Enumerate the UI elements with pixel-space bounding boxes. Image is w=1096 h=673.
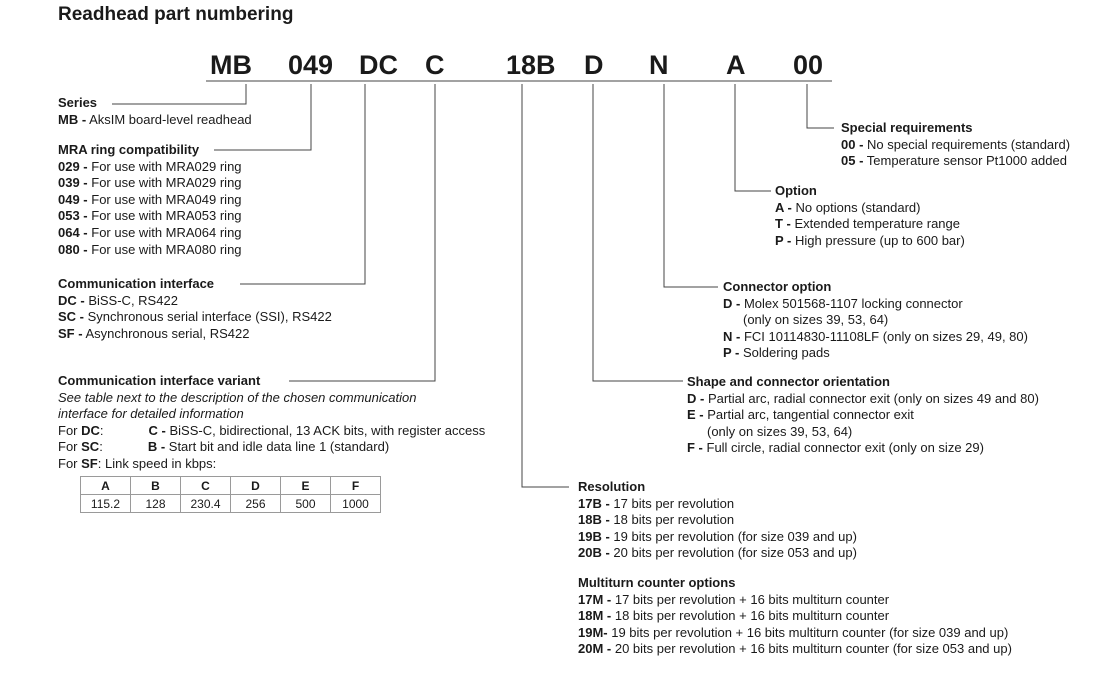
list-item: 080 - For use with MRA080 ring xyxy=(58,241,242,257)
list-item: DC - BiSS-C, RS422 xyxy=(58,292,178,308)
table-cell: 128 xyxy=(130,494,181,513)
list-item: D - Molex 501568-1107 locking connector xyxy=(723,295,963,311)
leader-shape xyxy=(592,84,683,382)
table-cell: 115.2 xyxy=(80,494,131,513)
leader-series xyxy=(112,84,247,105)
section-interface: Communication interface DC - BiSS-C, RS4… xyxy=(58,276,332,342)
table-header-cell: C xyxy=(180,476,231,495)
section-variant: Communication interface variant See tabl… xyxy=(58,373,485,473)
code-special: 00 xyxy=(793,50,824,80)
table-header-cell: E xyxy=(280,476,331,495)
variant-note: See table next to the description of the… xyxy=(58,389,417,405)
leader-variant xyxy=(289,84,436,382)
code-ring: 049 xyxy=(288,50,334,80)
variant-sc: For SC:B - Start bit and idle data line … xyxy=(58,439,390,455)
list-item: MB - AksIM board-level readhead xyxy=(58,111,252,127)
section-ring: MRA ring compatibility 029 - For use wit… xyxy=(58,142,242,258)
section-heading: MRA ring compatibility xyxy=(58,142,200,157)
list-item: 19B - 19 bits per revolution (for size 0… xyxy=(578,528,857,544)
page-title: Readhead part numbering xyxy=(58,4,294,25)
section-heading: Communication interface xyxy=(58,276,215,291)
list-item: (only on sizes 39, 53, 64) xyxy=(707,423,853,439)
table-header-row: A B C D E F xyxy=(80,476,381,495)
list-item: 039 - For use with MRA029 ring xyxy=(58,175,242,191)
code-shape: D xyxy=(584,50,604,80)
section-option: Option A - No options (standard) T - Ext… xyxy=(775,183,965,249)
list-item: 049 - For use with MRA049 ring xyxy=(58,191,242,207)
list-item: 029 - For use with MRA029 ring xyxy=(58,158,242,174)
table-cell: 500 xyxy=(280,494,331,513)
variant-sf: For SF: Link speed in kbps: xyxy=(58,455,217,471)
code-option: A xyxy=(726,50,746,80)
list-item: A - No options (standard) xyxy=(775,199,921,215)
list-item: 00 - No special requirements (standard) xyxy=(841,136,1071,152)
code-variant: C xyxy=(425,50,445,80)
table-header-cell: D xyxy=(230,476,281,495)
section-heading: Connector option xyxy=(723,279,832,294)
code-resolution: 18B xyxy=(506,50,556,80)
list-item: 20B - 20 bits per revolution (for size 0… xyxy=(578,545,857,561)
section-heading: Series xyxy=(58,95,98,110)
list-item: 05 - Temperature sensor Pt1000 added xyxy=(841,153,1067,169)
list-item: N - FCI 10114830-11108LF (only on sizes … xyxy=(723,328,1028,344)
list-item: 18B - 18 bits per revolution xyxy=(578,512,735,528)
list-item: 064 - For use with MRA064 ring xyxy=(58,224,242,240)
leader-special xyxy=(806,84,834,129)
list-item: T - Extended temperature range xyxy=(775,216,960,232)
section-multiturn: Multiturn counter options 17M - 17 bits … xyxy=(578,575,1012,658)
section-heading: Option xyxy=(775,183,817,198)
section-series: Series MB - AksIM board-level readhead xyxy=(58,95,252,128)
leader-interface xyxy=(240,84,366,285)
list-item: 19M- 19 bits per revolution + 16 bits mu… xyxy=(578,624,1009,640)
list-item: SF - Asynchronous serial, RS422 xyxy=(58,325,250,341)
table-cell: 256 xyxy=(230,494,281,513)
section-special: Special requirements 00 - No special req… xyxy=(841,120,1070,170)
table-cell: 230.4 xyxy=(180,494,231,513)
section-heading: Multiturn counter options xyxy=(578,575,736,590)
list-item: 20M - 20 bits per revolution + 16 bits m… xyxy=(578,641,1012,657)
list-item: F - Full circle, radial connector exit (… xyxy=(687,440,984,456)
list-item: 18M - 18 bits per revolution + 16 bits m… xyxy=(578,608,890,624)
variant-note: interface for detailed information xyxy=(58,406,244,422)
table-header-cell: F xyxy=(330,476,381,495)
leader-resolution xyxy=(521,84,569,488)
leader-connector xyxy=(663,84,718,288)
table-cell: 1000 xyxy=(330,494,381,513)
list-item: D - Partial arc, radial connector exit (… xyxy=(687,390,1039,406)
list-item: 17M - 17 bits per revolution + 16 bits m… xyxy=(578,591,890,607)
code-connector: N xyxy=(649,50,669,80)
list-item: 17B - 17 bits per revolution xyxy=(578,495,735,511)
list-item: E - Partial arc, tangential connector ex… xyxy=(687,407,914,423)
table-header-cell: A xyxy=(80,476,131,495)
code-series: MB xyxy=(210,50,252,80)
section-heading: Resolution xyxy=(578,479,646,494)
section-shape: Shape and connector orientation D - Part… xyxy=(687,374,1039,457)
section-resolution: Resolution 17B - 17 bits per revolution … xyxy=(578,479,857,562)
table-row: 115.2 128 230.4 256 500 1000 xyxy=(80,494,381,513)
section-heading: Shape and connector orientation xyxy=(687,374,890,389)
section-heading: Special requirements xyxy=(841,120,973,135)
leader-option xyxy=(734,84,771,192)
code-interface: DC xyxy=(359,50,398,80)
section-connector: Connector option D - Molex 501568-1107 l… xyxy=(723,279,1028,362)
link-speed-table: A B C D E F 115.2 128 230.4 256 500 1000 xyxy=(80,476,381,513)
list-item: P - Soldering pads xyxy=(723,345,830,361)
variant-dc: For DC:C - BiSS-C, bidirectional, 13 ACK… xyxy=(58,422,486,438)
list-item: SC - Synchronous serial interface (SSI),… xyxy=(58,309,332,325)
list-item: 053 - For use with MRA053 ring xyxy=(58,208,242,224)
list-item: P - High pressure (up to 600 bar) xyxy=(775,232,965,248)
leader-ring xyxy=(214,84,312,151)
table-header-cell: B xyxy=(130,476,181,495)
list-item: (only on sizes 39, 53, 64) xyxy=(743,312,889,328)
section-heading: Communication interface variant xyxy=(58,373,261,388)
